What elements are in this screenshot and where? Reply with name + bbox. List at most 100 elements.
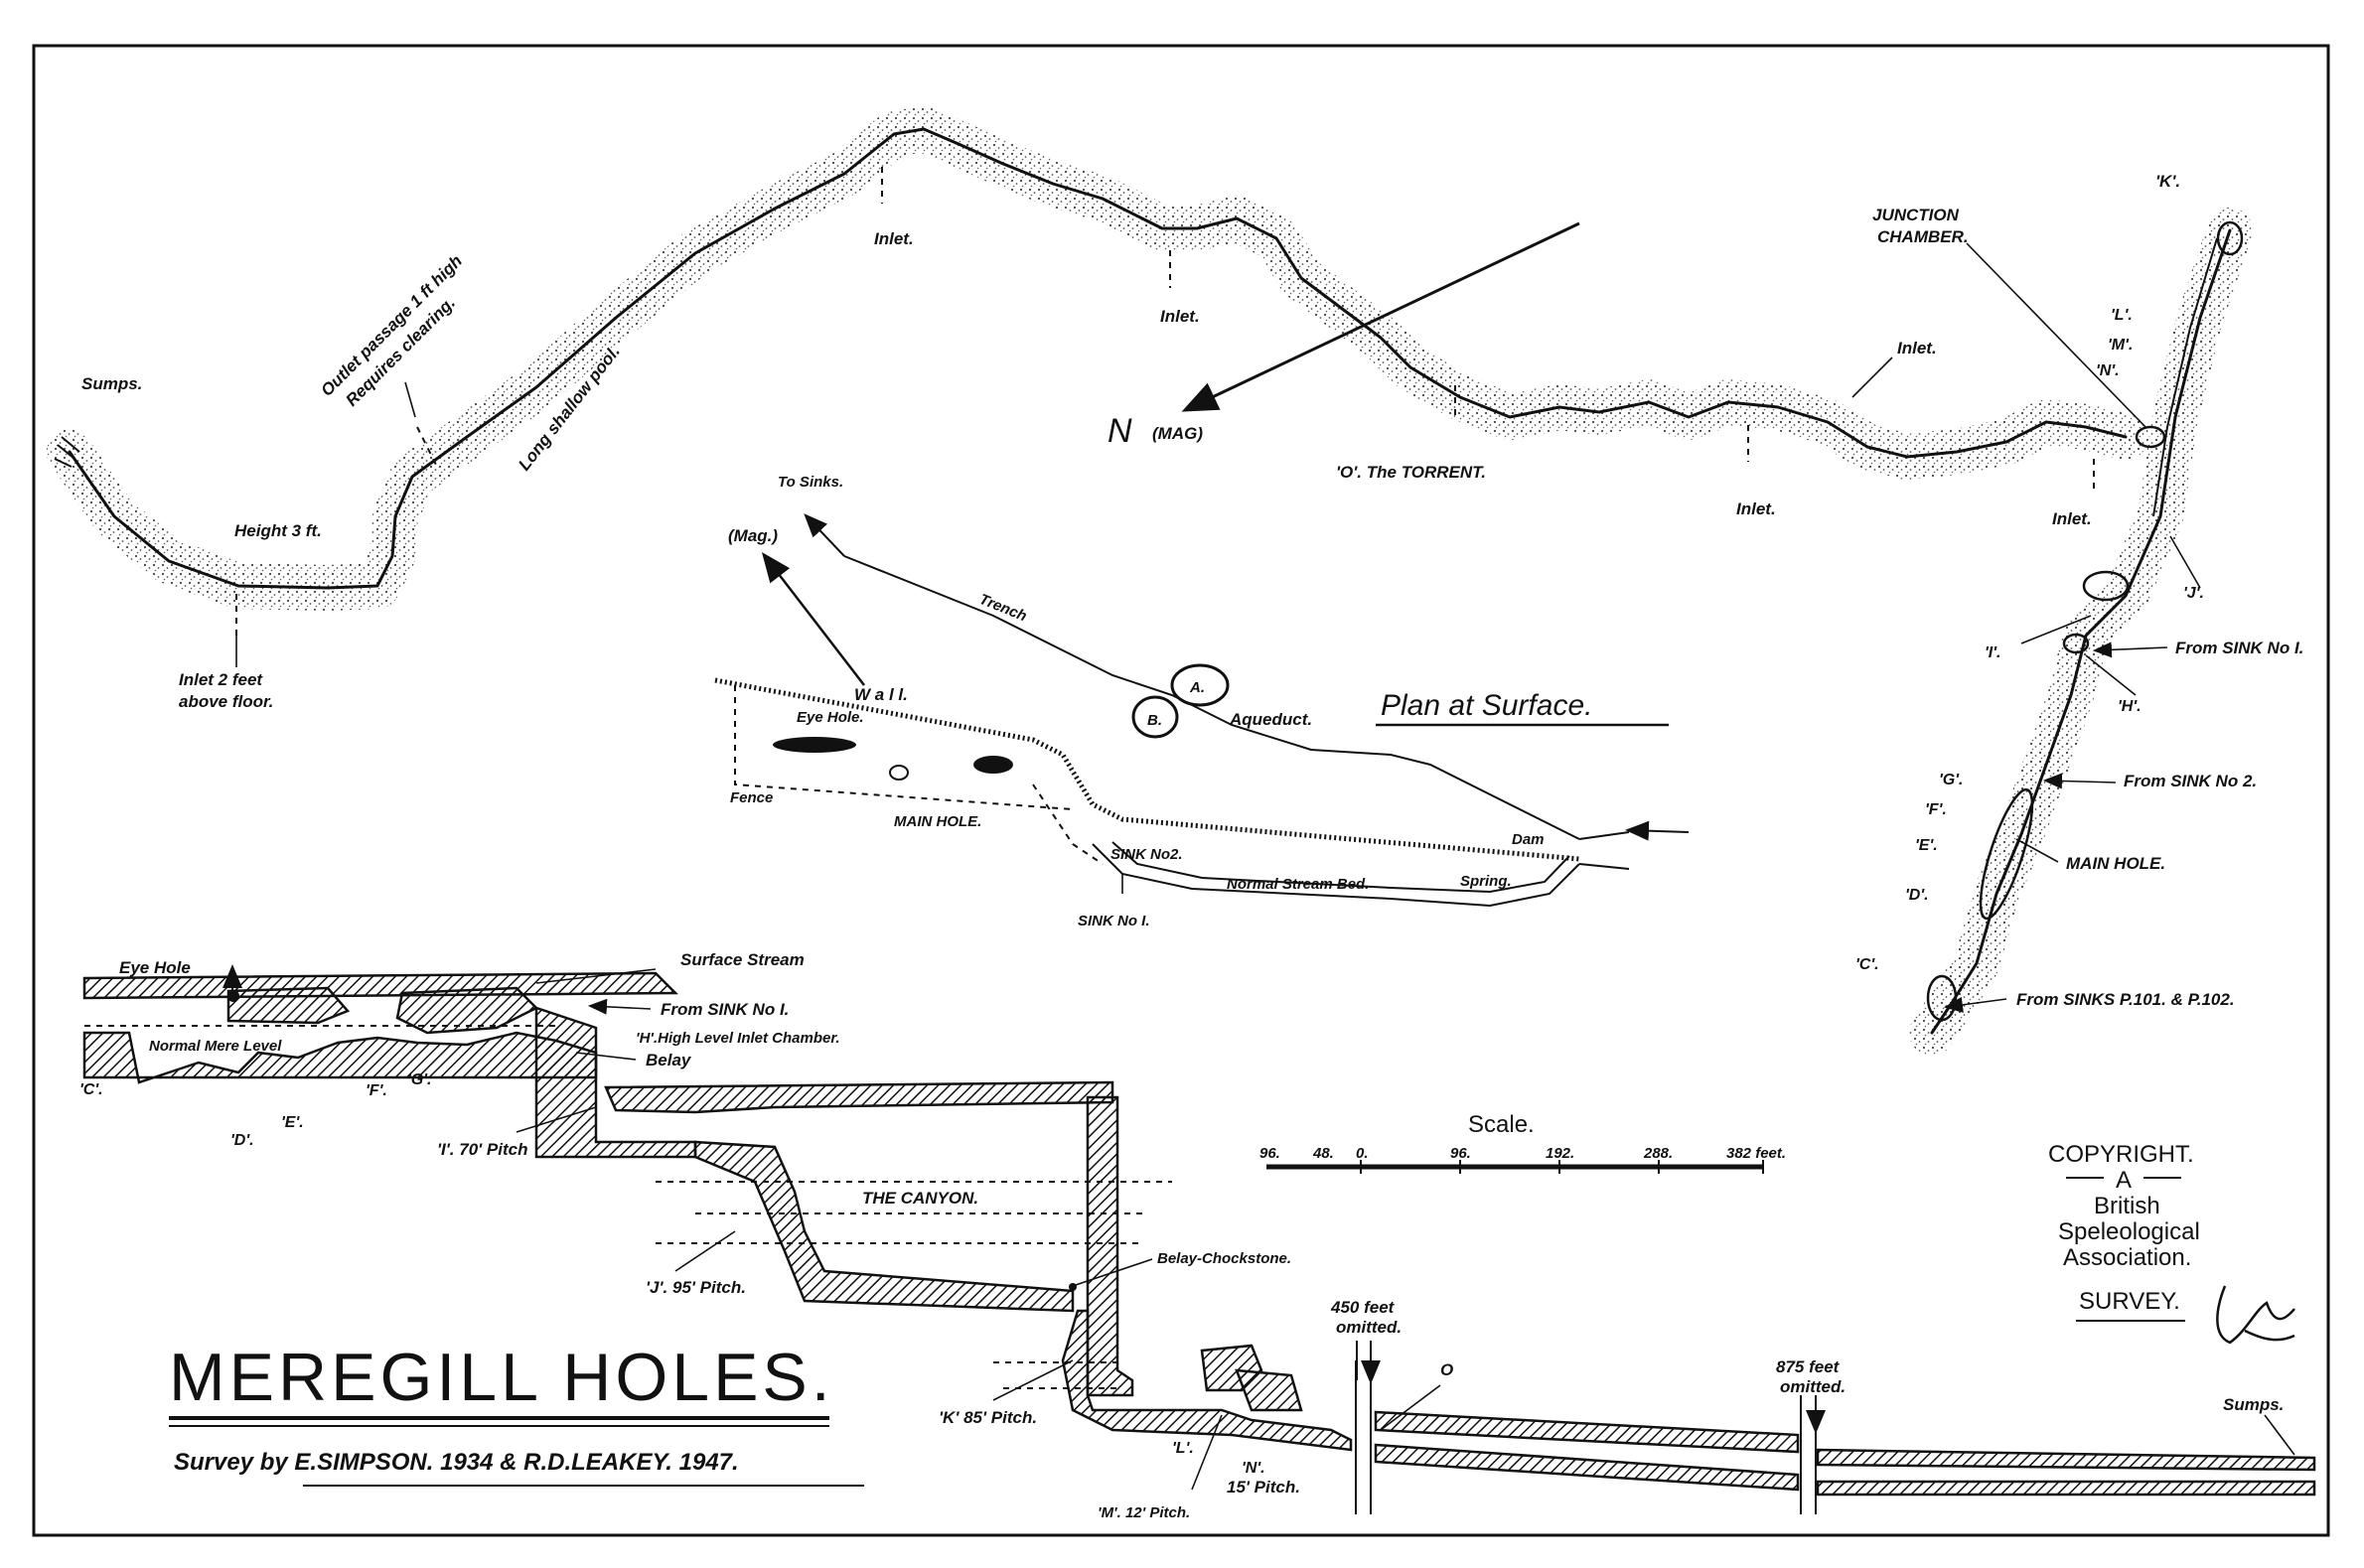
label-outlet-1: Outlet passage 1 ft high bbox=[317, 251, 466, 400]
section-e: 'E'. bbox=[281, 1114, 304, 1131]
label-fence: Fence bbox=[730, 789, 773, 806]
label-main-hole-surface: MAIN HOLE. bbox=[894, 813, 981, 830]
junction-chamber bbox=[2135, 425, 2166, 449]
section-c: 'C'. bbox=[79, 1081, 103, 1098]
leader-belay bbox=[575, 1052, 637, 1061]
label-inlet-floor-1: Inlet 2 feet bbox=[179, 670, 263, 689]
section-f: 'F'. bbox=[366, 1082, 387, 1099]
label-from-sink-1: From SINK No I. bbox=[2175, 639, 2303, 657]
label-wall: W a l l. bbox=[854, 685, 908, 704]
section-belay-chock: Belay-Chockstone. bbox=[1157, 1250, 1291, 1267]
omit-450-arrows bbox=[1357, 1341, 1371, 1380]
sink-no1-path bbox=[1032, 784, 1104, 865]
omit-875-arrows bbox=[1801, 1395, 1816, 1430]
label-mag: (Mag.) bbox=[728, 526, 778, 545]
copyright-block: COPYRIGHT. A British Speleological Assoc… bbox=[2048, 1141, 2200, 1322]
label-sink-no1: SINK No I. bbox=[1078, 913, 1150, 929]
section-omit-450-1: 450 feet bbox=[1330, 1298, 1396, 1317]
section-eye-hole: Eye Hole bbox=[119, 958, 191, 977]
title-block: MEREGILL HOLES. Survey by E.SIMPSON. 193… bbox=[169, 1340, 864, 1487]
label-junction-2: CHAMBER. bbox=[1877, 227, 1969, 246]
leader-from-sinks-p bbox=[1943, 996, 2007, 1013]
label-torrent: 'O'. The TORRENT. bbox=[1336, 463, 1486, 482]
label-j: 'J'. bbox=[2183, 585, 2204, 602]
section-rock-mass-2 bbox=[395, 986, 539, 1035]
section-n-pitch: 15' Pitch. bbox=[1227, 1478, 1300, 1497]
eye-hole-small bbox=[889, 765, 909, 781]
label-a: A. bbox=[1189, 679, 1205, 696]
copyright-line-2: A bbox=[2116, 1167, 2132, 1194]
section-rock-mass-1 bbox=[226, 986, 351, 1025]
leader-o bbox=[1380, 1384, 1441, 1431]
surface-plan: Plan at Surface. To Sinks. (Mag.) Trench… bbox=[714, 474, 1690, 929]
copyright-line-4: Speleological bbox=[2058, 1218, 2200, 1245]
main-hole-chamber bbox=[1979, 787, 2034, 921]
scale-bar: Scale. 96. 48. 0. 96. 192. 288. 382 feet… bbox=[1259, 1111, 1786, 1174]
section-rock-canyon-roof bbox=[604, 1080, 1114, 1114]
label-inlet-2: Inlet. bbox=[1160, 307, 1200, 326]
leader-main-hole bbox=[2015, 838, 2059, 863]
leader-section-sink-1 bbox=[587, 998, 652, 1015]
copyright-line-1: COPYRIGHT. bbox=[2048, 1141, 2194, 1168]
chockstone-marker bbox=[1069, 1283, 1077, 1291]
eye-hole-marker bbox=[227, 990, 239, 1002]
map-title: MEREGILL HOLES. bbox=[169, 1340, 834, 1415]
label-from-sink-2: From SINK No 2. bbox=[2124, 772, 2257, 790]
label-k: 'K'. bbox=[2155, 172, 2180, 191]
cave-section: Eye Hole Surface Stream From SINK No I. … bbox=[79, 950, 2316, 1521]
outlet-marker bbox=[416, 426, 438, 468]
label-from-sinks-p: From SINKS P.101. & P.102. bbox=[2016, 990, 2235, 1009]
label-normal-stream-bed: Normal Stream Bed. bbox=[1227, 876, 1369, 893]
leader-junction bbox=[1966, 242, 2146, 428]
copyright-line-6: SURVEY. bbox=[2079, 1288, 2180, 1315]
leader-from-sink-2 bbox=[2042, 773, 2117, 789]
scale-tick-label-2: 0. bbox=[1356, 1145, 1369, 1162]
label-main-hole: MAIN HOLE. bbox=[2066, 854, 2165, 873]
label-e: 'E'. bbox=[1915, 837, 1938, 854]
label-height: Height 3 ft. bbox=[234, 521, 322, 540]
map-border bbox=[32, 44, 2330, 1537]
signature-mark bbox=[2216, 1285, 2295, 1345]
leader-j-pitch bbox=[674, 1230, 736, 1272]
feature-a bbox=[1170, 663, 1230, 707]
label-inlet-4: Inlet. bbox=[1897, 339, 1937, 357]
section-sumps: Sumps. bbox=[2223, 1395, 2284, 1414]
section-d: 'D'. bbox=[230, 1132, 254, 1149]
section-omit-450-2: omitted. bbox=[1336, 1318, 1402, 1337]
label-h: 'H'. bbox=[2118, 698, 2142, 715]
main-hole-slot bbox=[973, 756, 1013, 774]
leader-surface-stream bbox=[535, 968, 657, 984]
section-omit-875-2: omitted. bbox=[1780, 1377, 1846, 1396]
scale-tick-label-4: 192. bbox=[1546, 1145, 1574, 1162]
label-to-sinks: To Sinks. bbox=[778, 474, 843, 491]
leader-i bbox=[2020, 615, 2092, 644]
label-junction-1: JUNCTION bbox=[1872, 206, 1960, 224]
section-rock-k-wall bbox=[1086, 1095, 1134, 1397]
section-rock-pitch-i bbox=[534, 1006, 697, 1159]
series-inner-line bbox=[2152, 237, 2218, 517]
section-omit-875-1: 875 feet bbox=[1776, 1357, 1841, 1376]
section-high-level: 'H'.High Level Inlet Chamber. bbox=[636, 1030, 840, 1047]
label-inlet-3: Inlet. bbox=[1736, 499, 1776, 518]
section-rock-tail-roof-2 bbox=[1816, 1448, 2316, 1472]
label-inlet-5: Inlet. bbox=[2052, 509, 2092, 528]
scale-tick-label-1: 48. bbox=[1312, 1145, 1334, 1162]
mag-arrow bbox=[761, 552, 865, 686]
main-series-passage bbox=[1930, 228, 2232, 1035]
leader-outlet bbox=[404, 381, 416, 418]
leader-inlet-5 bbox=[1851, 356, 1893, 398]
feature-b bbox=[1131, 695, 1179, 739]
label-g: 'G'. bbox=[1939, 772, 1964, 788]
chamber-i bbox=[2082, 570, 2130, 602]
label-spring: Spring. bbox=[1460, 873, 1512, 890]
chamber-h bbox=[2062, 633, 2090, 654]
normal-stream-bed-inner bbox=[1111, 841, 1570, 894]
scale-tick-label-3: 96. bbox=[1450, 1145, 1471, 1162]
section-g: 'G'. bbox=[407, 1071, 432, 1088]
label-c: 'C'. bbox=[1855, 956, 1879, 973]
north-arrow: N (MAG) bbox=[1108, 221, 1580, 450]
section-rock-tail-floor bbox=[1374, 1443, 1800, 1492]
north-qualifier: (MAG) bbox=[1152, 424, 1203, 443]
label-sumps: Sumps. bbox=[81, 374, 142, 393]
label-sink-no2: SINK No2. bbox=[1110, 846, 1183, 863]
